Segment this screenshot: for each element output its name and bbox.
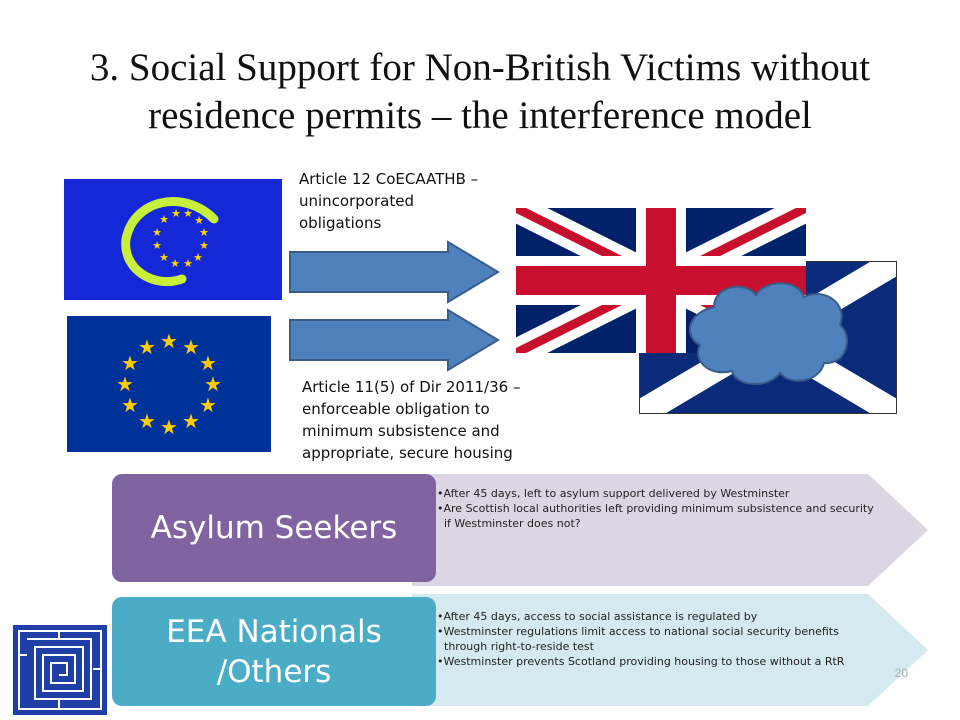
svg-text:★: ★ — [194, 214, 204, 227]
list-item: Are Scottish local authorities left prov… — [437, 501, 877, 531]
council-of-europe-flag-icon: ★★★ ★★★ ★★★ ★★★ — [64, 179, 282, 300]
svg-text:★: ★ — [138, 409, 156, 433]
eu-flag-icon: ★★★ ★★★ ★★★ ★★★ — [67, 316, 271, 452]
svg-text:★: ★ — [183, 207, 193, 220]
svg-text:★: ★ — [199, 239, 209, 252]
arrow-bottom-icon — [289, 308, 500, 372]
svg-text:★: ★ — [182, 335, 200, 359]
slide-title: 3. Social Support for Non-British Victim… — [89, 46, 871, 137]
eea-nationals-label: EEA Nationals /Others — [166, 613, 382, 690]
svg-text:★: ★ — [160, 329, 178, 353]
svg-text:★: ★ — [199, 393, 217, 417]
list-item: After 45 days, left to asylum support de… — [437, 486, 877, 501]
svg-text:★: ★ — [171, 207, 181, 220]
note-article-11: Article 11(5) of Dir 2011/36 – enforceab… — [302, 378, 521, 462]
maze-logo-icon — [13, 625, 107, 715]
cloud-icon — [689, 282, 848, 386]
svg-text:★: ★ — [204, 372, 222, 396]
svg-text:★: ★ — [159, 251, 169, 264]
svg-text:★: ★ — [160, 415, 178, 439]
svg-text:★: ★ — [116, 372, 134, 396]
svg-text:★: ★ — [138, 335, 156, 359]
svg-text:★: ★ — [159, 213, 169, 226]
svg-text:★: ★ — [199, 226, 209, 239]
note-article-12: Article 12 CoECAATHB – unincorporated ob… — [299, 170, 479, 232]
page-number: 20 — [894, 666, 908, 680]
svg-text:★: ★ — [183, 257, 193, 270]
list-item: Westminster regulations limit access to … — [437, 624, 882, 654]
asylum-seekers-box: Asylum Seekers — [112, 474, 436, 582]
svg-text:★: ★ — [193, 251, 203, 264]
eea-nationals-bullets: After 45 days, access to social assistan… — [437, 609, 882, 669]
svg-text:★: ★ — [199, 351, 217, 375]
svg-text:★: ★ — [152, 239, 162, 252]
svg-text:★: ★ — [121, 393, 139, 417]
svg-text:★: ★ — [170, 257, 180, 270]
list-item: Westminster prevents Scotland providing … — [437, 654, 882, 669]
eea-nationals-box: EEA Nationals /Others — [112, 597, 436, 706]
svg-text:★: ★ — [121, 351, 139, 375]
svg-text:★: ★ — [182, 409, 200, 433]
arrow-top-icon — [289, 240, 500, 304]
svg-text:★: ★ — [152, 226, 162, 239]
asylum-seekers-label: Asylum Seekers — [150, 510, 398, 546]
asylum-seekers-bullets: After 45 days, left to asylum support de… — [437, 486, 877, 531]
list-item: After 45 days, access to social assistan… — [437, 609, 882, 624]
